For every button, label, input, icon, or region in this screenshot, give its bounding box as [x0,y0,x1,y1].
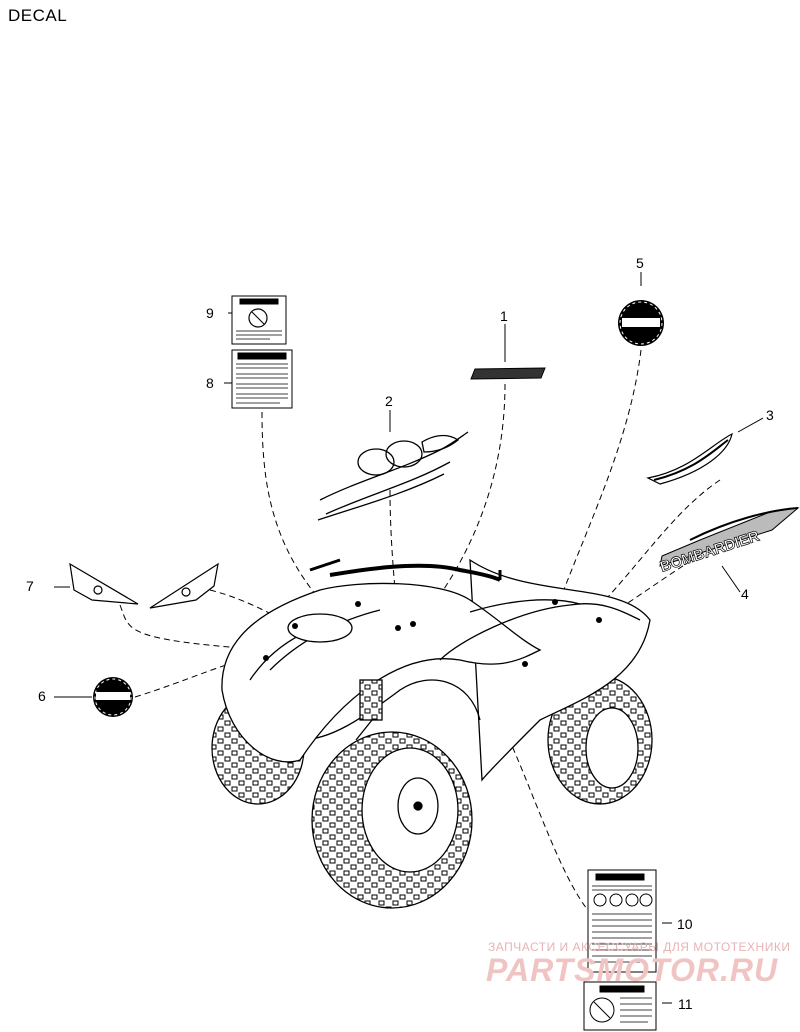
watermark-logo: PARTSMOTOR.RU [486,952,779,988]
callout-9: 9 [206,305,214,321]
callout-10: 10 [677,916,693,932]
callout-4: 4 [741,586,749,602]
callout-11: 11 [678,996,693,1012]
decal-5-logo [618,300,664,346]
decal-1-strip [470,367,546,380]
decal-7-pair [69,562,219,609]
callout-8: 8 [206,375,214,391]
callout-1: 1 [500,308,508,324]
decal-2-model-graphic [317,431,469,521]
warning-decal-8 [231,349,293,409]
callout-7: 7 [26,578,34,594]
callout-6: 6 [38,688,46,704]
warning-decal-11 [583,981,657,1031]
decal-6-logo [93,677,133,717]
diagram-title: DECAL [8,6,68,25]
atv-drawing [211,558,653,909]
callout-5: 5 [636,255,644,271]
watermark-tagline: ЗАПЧАСТИ И АКСЕССУАРЫ ДЛЯ МОТОТЕХНИКИ [488,940,791,954]
warning-decal-9 [231,295,287,345]
warning-decal-10 [587,869,657,973]
callout-2: 2 [385,393,393,409]
decal-3-stripe [646,432,733,485]
callout-3: 3 [766,407,774,423]
decal-4-brand-stripe: BOMBARDIER [658,507,800,576]
